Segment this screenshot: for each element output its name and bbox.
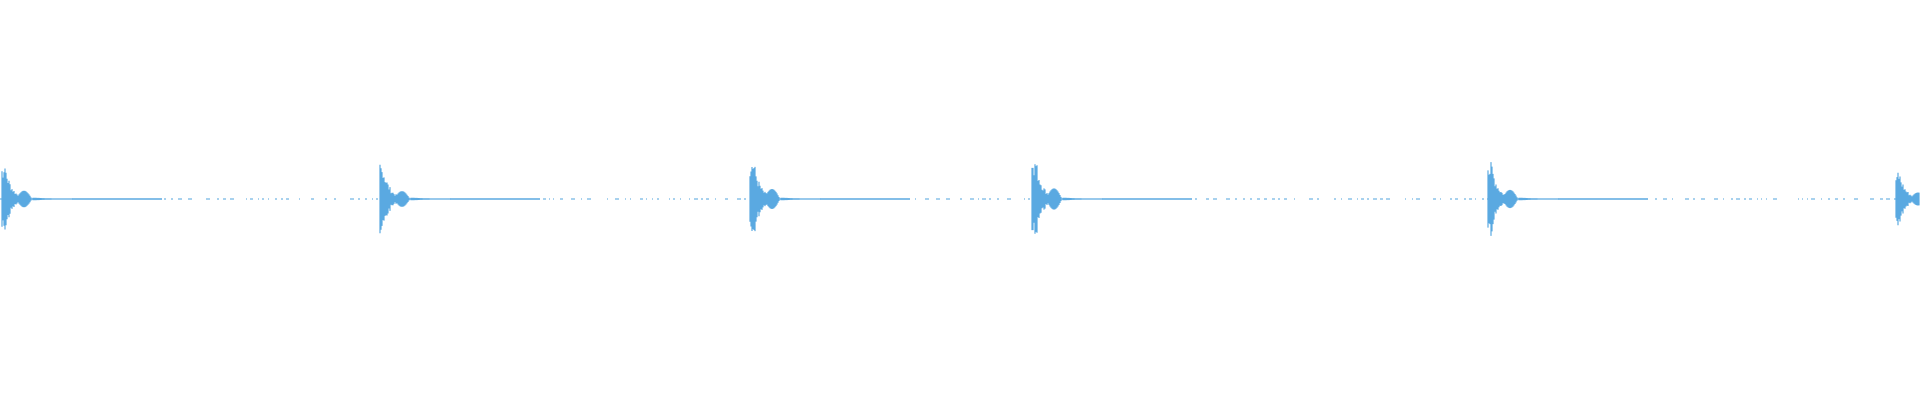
transient-5-shape [1487,162,1559,236]
transient-3 [749,166,910,232]
transient-group [1,162,1920,236]
transient-1 [1,168,162,230]
transient-2-shape [379,164,451,234]
transient-6 [1895,172,1920,226]
transient-4 [1031,164,1192,234]
transient-3-shape [749,166,821,232]
transient-6-shape [1895,172,1920,226]
transient-5 [1487,162,1648,236]
transient-4-shape [1031,164,1103,234]
transient-2 [379,164,540,234]
transient-1-shape [1,168,73,230]
